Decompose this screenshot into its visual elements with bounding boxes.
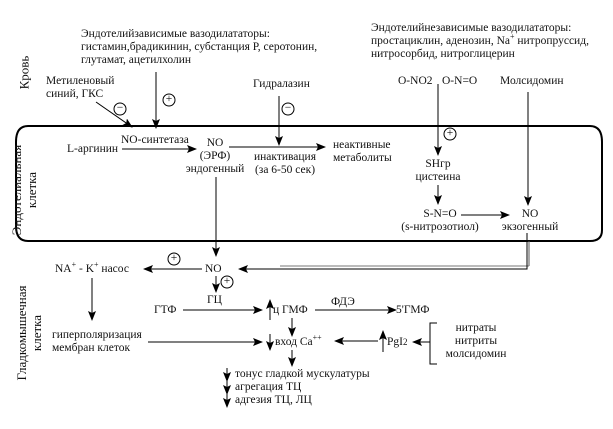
methylene-blue-label: Метиленовый синий, ГКС [46,75,115,100]
o-no2-label: O-NO2 [398,75,433,87]
outcome-muscle-tone: тонус гладкой мускулатуры [235,368,370,380]
outcomes: тонус гладкой мускулатуры агрегация ТЦ а… [235,368,370,407]
plus-sign-na-k [167,252,181,266]
cgmp-label: ц ГМФ [273,304,308,316]
na-k-pump-label: NA+ - K+ насос [55,260,129,276]
plus-glyph: + [165,93,173,105]
no-exogenous-label: NO экзогенный [501,208,559,233]
zone-label-blood: Кровь [16,55,32,90]
plus-glyph: + [446,127,454,139]
dependent-title: Эндотелийзависимые вазодилататоры: [81,28,270,40]
nitrites-label: нитриты [454,335,498,347]
zone-label-smooth-muscle: Гладкомышечная клетка [14,268,44,398]
independent-list: простациклин, аденозин, Na+ нитропруссид… [371,32,589,48]
independent-list: нитросорбид, нитроглицерин [371,48,515,60]
hydralazine-label: Гидралазин [253,78,310,90]
molsidomine-label: Молсидомин [500,75,564,87]
zone-label-line: Эндотелиальная [9,144,24,236]
dependent-vasodilators: Эндотелийзависимые вазодилататоры: гиста… [81,28,317,67]
no-smooth-label: NO [205,263,222,275]
minus-glyph: − [116,102,124,114]
sh-cysteine-label: SHгр цистеина [415,158,461,183]
5-gmp-label: 5'ГМФ [396,304,430,316]
gtf-label: ГТФ [154,304,177,316]
arrow-no-exo-to-smooth-no [238,233,528,273]
minus-sign-hydralazine [281,102,295,116]
l-arginine-label: L-аргинин [67,143,119,155]
plus-sign-dependent [162,93,176,107]
outcome-adhesion: адгезия ТЦ, ЛЦ [235,394,312,406]
molsidomine-smooth-label: молсидомин [445,348,507,360]
dependent-list: глутамат, ацетилхолин [81,54,192,66]
plus-sign-gc [220,275,234,289]
bracket-nitrates [429,322,437,365]
zone-label-endothelial: Эндотелиальная клетка [9,130,39,250]
dependent-list: гистамин,брадикинин, субстанция Р, серот… [81,41,318,53]
zone-label-line: клетка [29,314,44,352]
s-nitrosothiol-label: S-N=O (s-нитрозотиол) [401,208,479,233]
pde-label: ФДЭ [331,296,355,308]
endothelial-cell-boundary [15,125,603,242]
inactivation-label: инактивация (за 6-50 сек) [253,151,316,176]
arrow-methylene-to-synthase [95,101,133,128]
o-n-o-label: O-N=O [442,75,478,87]
inactive-metabolites-label: неактивные метаболиты [333,139,392,164]
gc-label: ГЦ [207,294,222,306]
zone-label-line: клетка [24,171,39,209]
minus-glyph: − [284,102,292,114]
no-endogenous-label: NO (ЭРФ) эндогенный [185,137,245,175]
plus-glyph: + [170,252,178,264]
zone-label-line: Гладкомышечная [14,285,29,381]
ca-entry-label: вход Ca++ [275,333,322,349]
minus-sign-methylene [113,102,127,116]
nitrates-label: нитраты [455,322,497,334]
independent-title: Эндотелийнезависимые вазодилататоры: [371,22,572,34]
nitrates-group: нитраты нитриты молсидомин [436,322,516,361]
outcome-aggregation: агрегация ТЦ [235,381,302,393]
no-synthase-label: NO-синтетаза [121,134,189,146]
plus-glyph: + [223,275,231,287]
pgi2-label: PgI2 [387,336,408,348]
independent-vasodilators: Эндотелийнезависимые вазодилататоры: про… [371,22,589,61]
hyperpolarization-label: гиперполяризация мембран клеток [52,329,142,354]
plus-sign-nitrates [443,127,457,141]
